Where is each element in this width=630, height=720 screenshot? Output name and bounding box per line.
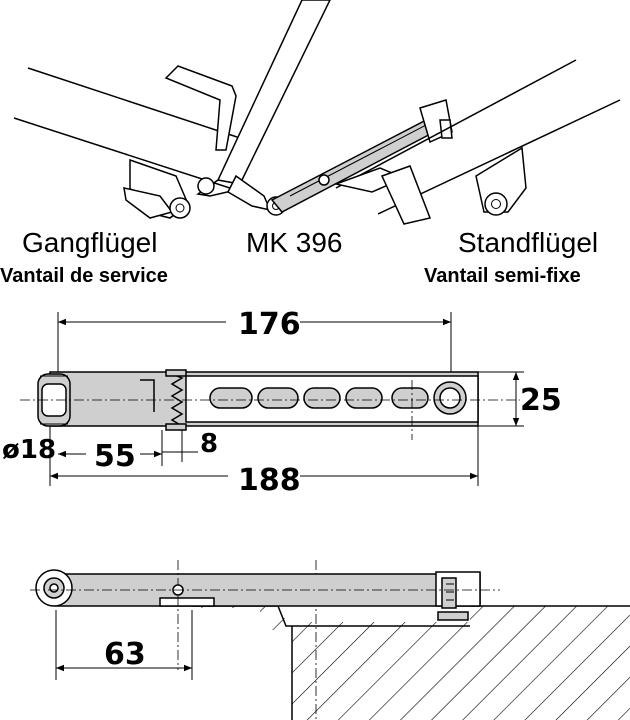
label-vantail-semi-fixe: Vantail semi-fixe bbox=[424, 265, 581, 287]
dim-8: 8 bbox=[200, 429, 218, 459]
label-standfluegel: Standflügel bbox=[458, 227, 598, 258]
door-handle bbox=[164, 65, 237, 151]
label-gangfluegel: Gangflügel bbox=[22, 227, 157, 258]
label-model: MK 396 bbox=[246, 227, 343, 258]
dim-188: 188 bbox=[238, 463, 301, 498]
top-view: 176 25 ø18 bbox=[2, 307, 562, 498]
dim-63: 63 bbox=[104, 637, 146, 672]
dim-25: 25 bbox=[520, 383, 562, 418]
dim-o18: ø18 bbox=[2, 435, 56, 465]
dim-176: 176 bbox=[238, 307, 301, 342]
side-view: 63 bbox=[30, 560, 630, 720]
dim-55: 55 bbox=[94, 439, 136, 474]
perspective-view bbox=[13, 0, 621, 225]
label-vantail-service: Vantail de service bbox=[0, 265, 168, 287]
